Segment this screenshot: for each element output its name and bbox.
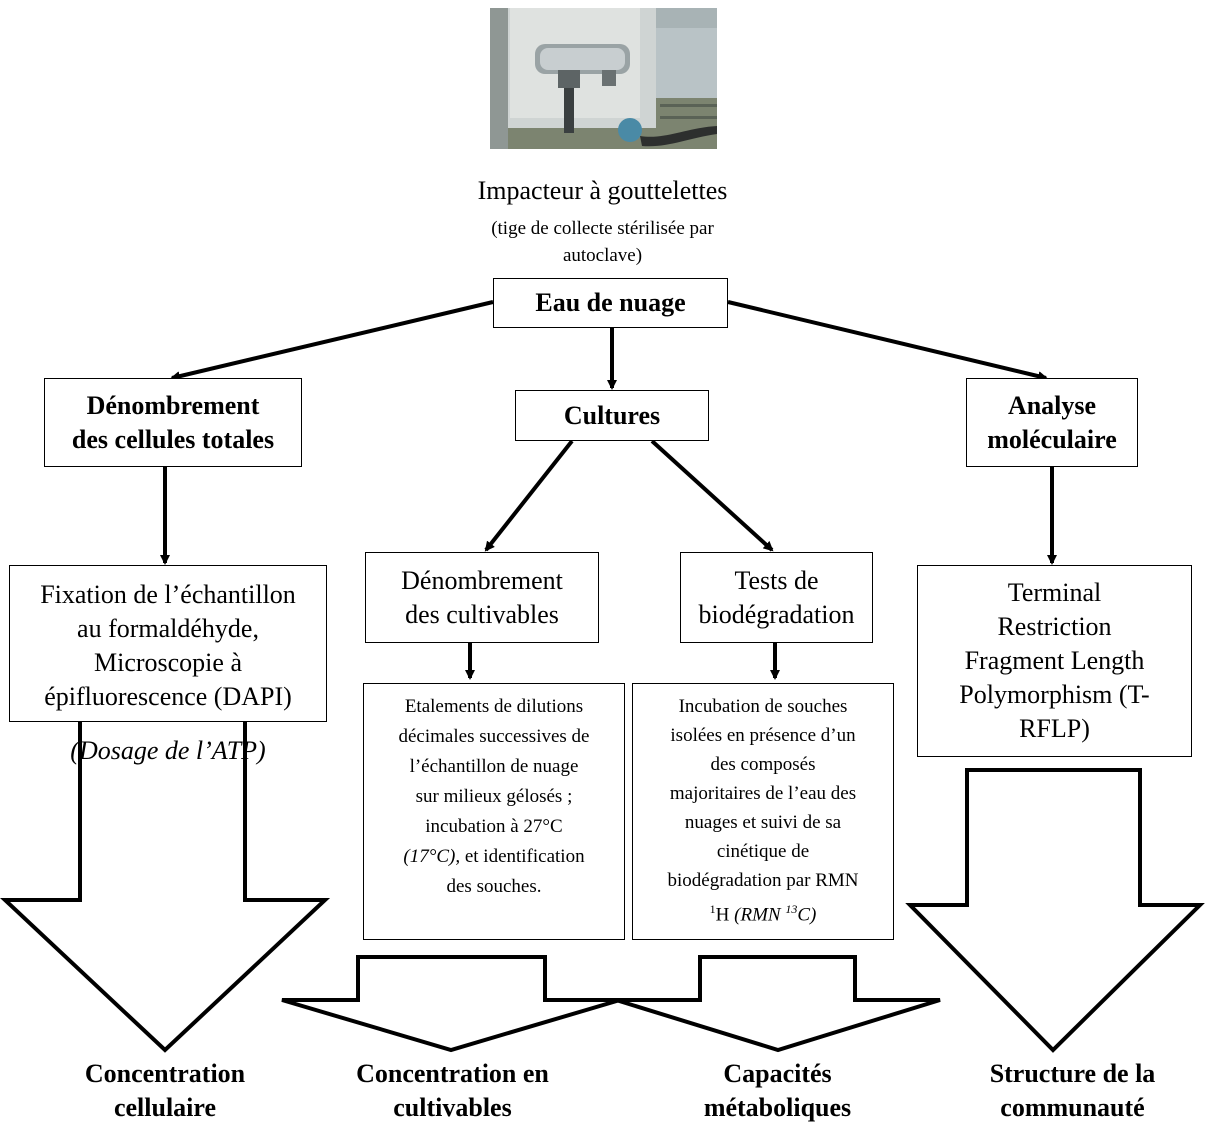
biodeg-detail-line8: 1H (RMN 13C) (710, 895, 817, 929)
molecular-line1: Analyse (1007, 390, 1097, 420)
count-line1: Dénombrement (86, 390, 260, 420)
fixation-node: Fixation de l’échantillon au formaldéhyd… (9, 565, 327, 722)
nmr-italic-b: C) (797, 904, 817, 926)
outcome-cell-line1: Concentration (84, 1059, 246, 1088)
biodeg-line2: biodégradation (698, 599, 855, 629)
count-node: Dénombrement des cellules totales (44, 378, 302, 467)
cultivable-detail-line7: des souches. (446, 876, 542, 897)
cultivable-detail-line6-rest: et identification (460, 846, 585, 867)
nmr-h: H (715, 904, 735, 926)
fixation-italic: (Dosage de l’ATP) (70, 736, 266, 765)
molecular-node: Analyse moléculaire (966, 378, 1138, 467)
root-node: Eau de nuage (493, 278, 728, 328)
cultures-label: Cultures (563, 400, 661, 430)
nmr-13-sup: 13 (785, 902, 798, 916)
impactor-photo (490, 8, 717, 149)
trflp-line3: Fragment Length (964, 646, 1145, 675)
impactor-note-line1: (tige de collecte stérilisée par (491, 218, 714, 239)
biodeg-detail-line4: majoritaires de l’eau des (669, 783, 857, 804)
outcome-metabolic-line1: Capacités (723, 1059, 832, 1088)
cultivable-detail-line2: décimales successives de (398, 726, 590, 747)
fixation-line1: Fixation de l’échantillon (40, 580, 296, 609)
cultivable-node: Dénombrement des cultivables (365, 552, 599, 643)
cultivable-detail: Etalements de dilutions décimales succes… (363, 683, 625, 940)
biodeg-detail-line2: isolées en présence d’un (670, 725, 856, 746)
cultivable-detail-line6: (17°C), et identification (403, 842, 584, 872)
outcome-metabolic-capacity: Capacités métaboliques (650, 1057, 905, 1125)
arrow-cultures-to-biodeg (650, 439, 774, 552)
trflp-line1: Terminal (1007, 578, 1102, 607)
big-arrow-metabolic-capacity (615, 955, 941, 1053)
outcome-cell-concentration: Concentration cellulaire (30, 1057, 300, 1125)
biodeg-detail-line7: biodégradation par RMN (667, 870, 859, 891)
impactor-note-line2: autoclave) (562, 245, 643, 266)
big-arrow-cell-concentration (0, 688, 331, 1053)
trflp-line5: RFLP) (1019, 714, 1090, 743)
cultivable-line2: des cultivables (405, 599, 559, 629)
arrow-cultures-to-cultivable (484, 439, 574, 552)
outcome-cult-line2: cultivables (393, 1093, 512, 1122)
cultures-node: Cultures (515, 390, 709, 441)
outcome-community-line1: Structure de la (989, 1059, 1156, 1088)
trflp-node: Terminal Restriction Fragment Length Pol… (917, 565, 1192, 757)
molecular-line2: moléculaire (987, 424, 1117, 454)
big-arrow-community-structure (905, 768, 1205, 1053)
biodeg-detail-line6: cinétique de (716, 841, 810, 862)
biodeg-node: Tests de biodégradation (680, 552, 873, 643)
nmr-1-sup: 1 (709, 902, 716, 916)
trflp-line2: Restriction (997, 612, 1112, 641)
biodeg-detail-line3: des composés (710, 754, 816, 775)
outcome-community-line2: communauté (1000, 1093, 1145, 1122)
biodeg-detail-line1: Incubation de souches (678, 696, 848, 717)
cultivable-detail-line5: incubation à 27°C (425, 816, 563, 837)
cultivable-detail-line6-italic: (17°C), (403, 846, 461, 867)
fixation-line3: Microscopie à (93, 648, 242, 677)
root-label: Eau de nuage (535, 288, 686, 317)
cultivable-detail-line4: sur milieux gélosés ; (415, 786, 573, 807)
impactor-title: Impacteur à gouttelettes (477, 176, 728, 205)
biodeg-detail-line5: nuages et suivi de sa (684, 812, 842, 833)
nmr-italic-a: (RMN (734, 904, 786, 926)
biodeg-detail: Incubation de souches isolées en présenc… (632, 683, 894, 940)
trflp-line4: Polymorphism (T- (959, 680, 1150, 709)
cultivable-detail-line1: Etalements de dilutions (404, 696, 584, 717)
outcome-community-structure: Structure de la communauté (945, 1057, 1200, 1125)
arrow-root-to-count (170, 300, 494, 382)
outcome-cultivable-concentration: Concentration en cultivables (315, 1057, 590, 1125)
cultivable-detail-line3: l’échantillon de nuage (409, 756, 579, 777)
fixation-line2: au formaldéhyde, (77, 614, 259, 643)
outcome-metabolic-line2: métaboliques (703, 1093, 852, 1122)
count-line2: des cellules totales (71, 424, 275, 454)
arrow-root-to-molecular (727, 300, 1048, 382)
biodeg-line1: Tests de (734, 565, 819, 595)
fixation-line4: épifluorescence (DAPI) (44, 682, 292, 711)
outcome-cult-line1: Concentration en (356, 1059, 549, 1088)
big-arrow-cultivable-concentration (281, 955, 621, 1053)
outcome-cell-line2: cellulaire (113, 1093, 217, 1122)
cultivable-line1: Dénombrement (401, 565, 563, 595)
